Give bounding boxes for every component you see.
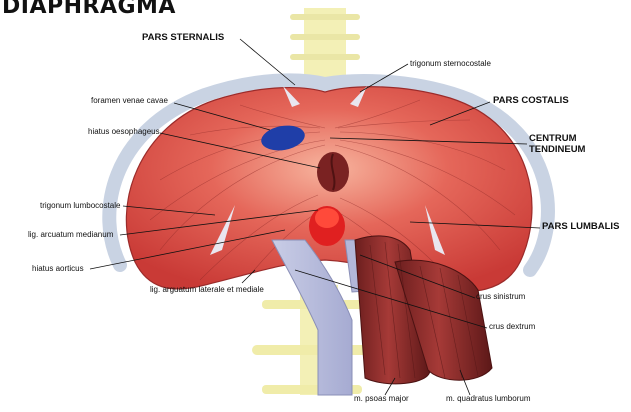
label-lig-arcuatum-medianum: lig. arcuatum medianum [28,230,113,240]
label-pars-costalis: PARS COSTALIS [493,96,569,106]
label-crus-dextrum: crus dextrum [489,322,535,332]
label-lig-arcuatum-laterale: lig. arguatum laterale et mediale [150,285,264,295]
hiatus-aorticus [309,206,345,246]
label-pars-lumbalis: PARS LUMBALIS [542,222,619,232]
label-crus-sinistrum: crus sinistrum [476,292,525,302]
diagram-title: DIAPHRAGMA [2,0,176,19]
label-hiatus-aorticus: hiatus aorticus [32,264,84,274]
label-m-quadratus-lumborum: m. quadratus lumborum [446,394,530,404]
label-trigonum-sternocostale: trigonum sternocostale [410,59,491,69]
label-hiatus-oesophageus: hiatus oesophageus [88,127,160,137]
label-pars-sternalis: PARS STERNALIS [142,33,224,43]
label-foramen-venae-cavae: foramen venae cavae [91,96,168,106]
label-centrum-tendineum-line2: TENDINEUM [529,145,585,155]
label-trigonum-lumbocostale: trigonum lumbocostale [40,201,120,211]
label-m-psoas-major: m. psoas major [354,394,409,404]
hiatus-oesophageus [317,152,349,192]
label-centrum-tendineum-line1: CENTRUM [529,134,577,144]
